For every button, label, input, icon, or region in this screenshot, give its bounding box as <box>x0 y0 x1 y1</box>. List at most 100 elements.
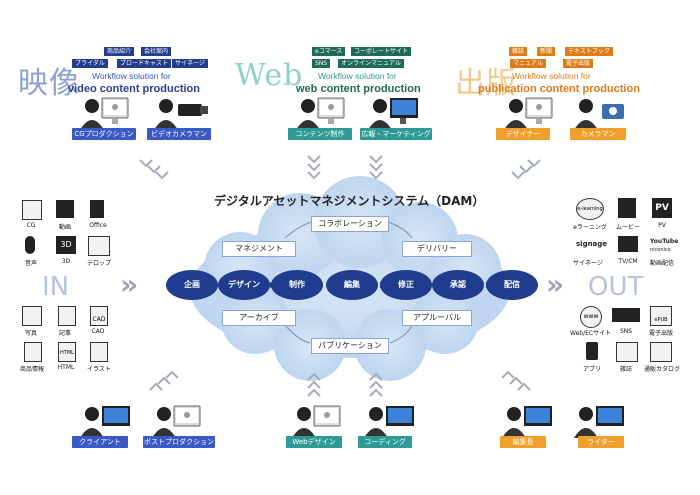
editor-in-chief-label: 編集長 <box>500 436 546 448</box>
in-icon-label: イラスト <box>87 366 111 373</box>
tv-icon <box>618 236 638 252</box>
video-tag: ブロードキャスト <box>117 59 172 68</box>
app-icon <box>586 342 598 360</box>
out-icon-label: TV/CM <box>618 258 638 265</box>
video-cameraman-label: ビデオカメラマン <box>147 128 211 140</box>
out-icon-label: ムービー <box>615 224 640 231</box>
client-label: クライアント <box>72 436 128 448</box>
out-icon-label: eラーニング <box>573 224 607 231</box>
web-sub2: web content production <box>296 83 421 95</box>
cg-icon <box>22 200 42 220</box>
writer-person-icon <box>574 406 624 438</box>
function-approval: アプルーバル <box>402 310 472 326</box>
publication-tag: 新聞 <box>537 47 556 56</box>
illustration-icon <box>90 342 108 362</box>
video-tag: 会社案内 <box>141 47 172 56</box>
video-tag: ブライダル <box>72 59 108 68</box>
out-icon-label: PV <box>658 222 666 229</box>
in-icon-label: 記事 <box>58 330 71 337</box>
out-icon-label: サイネージ <box>573 260 603 267</box>
publication-tag: 電子出版 <box>563 59 594 68</box>
in-icon-label: 動画 <box>58 224 71 231</box>
pv-icon: PV <box>652 198 672 218</box>
publication-sub2: publication content production <box>478 83 640 95</box>
web-tag: SNS <box>312 59 331 68</box>
video-cameraman-person-icon <box>154 99 208 130</box>
out-label: OUT <box>588 272 644 302</box>
coding-label: コーディング <box>358 436 412 448</box>
in-icon-label: CG <box>26 222 36 229</box>
video-file-icon <box>56 200 74 218</box>
web-tag: eコマース <box>312 47 346 56</box>
step-planning: 企画 <box>166 270 218 300</box>
cad-icon: CAD <box>90 306 108 326</box>
html-icon: HTML <box>58 342 76 362</box>
out-icon-label: 電子出版 <box>648 330 673 337</box>
in-icon-label: 商品情報 <box>19 366 44 373</box>
3d-icon: 3D <box>56 236 76 254</box>
step-production: 制作 <box>271 270 323 300</box>
function-collaboration: コラボレーション <box>311 216 389 232</box>
epub-icon: ePUB <box>650 306 672 326</box>
writer-label: ライター <box>578 436 624 448</box>
photo-icon <box>22 306 42 326</box>
out-icon-label: 雑誌 <box>619 366 632 373</box>
web-big-word: Web <box>235 58 304 93</box>
in-icon-label: 音声 <box>24 260 37 267</box>
publication-tag: 雑誌 <box>509 47 528 56</box>
pr-marketing-label: 広報・マーケティング <box>360 128 432 140</box>
function-delivery: デリバリー <box>402 241 472 257</box>
office-icon <box>90 200 104 218</box>
client-person-icon <box>80 406 130 438</box>
publication-tag: マニュアル <box>510 59 546 68</box>
cg-production-label: CGプロダクション <box>72 128 136 140</box>
content-creation-label: コンテンツ制作 <box>288 128 352 140</box>
out-chevron-icon: » <box>546 268 565 301</box>
out-icon-label: アプリ <box>582 366 601 373</box>
web-sub1: Workflow solution for <box>318 71 397 81</box>
in-icon-label: Office <box>89 222 107 229</box>
function-archive: アーカイブ <box>222 310 296 326</box>
article-icon <box>58 306 76 326</box>
step-delivery: 配信 <box>486 270 538 300</box>
designer-person-icon <box>504 97 553 130</box>
web-design-label: Webデザイン <box>286 436 342 448</box>
function-publication: パブリケーション <box>311 338 389 354</box>
elearning-icon: e-learning <box>576 198 604 220</box>
magazine-icon <box>616 342 638 362</box>
video-sub2: video content production <box>68 83 200 95</box>
movie-icon <box>618 198 636 218</box>
in-icon-label: テロップ <box>86 260 111 267</box>
in-chevron-icon: » <box>120 268 139 301</box>
step-revision: 修正 <box>380 270 432 300</box>
sns-icon <box>612 308 640 322</box>
in-icon-label: 3D <box>61 258 71 265</box>
post-production-label: ポストプロダクション <box>143 436 215 448</box>
dam-title: デジタルアセットマネジメントシステム（DAM） <box>214 194 485 208</box>
post-production-person-icon <box>152 405 201 438</box>
web-tag: コーポレートサイト <box>351 47 412 56</box>
out-icon-label: 動画配信 <box>649 260 674 267</box>
in-icon-label: 写真 <box>24 330 37 337</box>
in-icon-label: CAD <box>91 328 105 335</box>
out-icon-label: 通販カタログ <box>643 366 680 373</box>
editor-in-chief-person-icon <box>502 406 552 438</box>
photographer-label: カメラマン <box>570 128 626 140</box>
video-big-word: 映像 <box>18 66 80 101</box>
out-icon-label: SNS <box>619 328 633 335</box>
catalog-icon <box>650 342 672 362</box>
telop-icon <box>88 236 110 256</box>
web-tag: オンラインマニュアル <box>338 59 404 68</box>
step-approval: 承認 <box>432 270 484 300</box>
product-info-icon <box>24 342 42 362</box>
publication-big-word: 出版 <box>455 66 517 101</box>
video-tag: サイネージ <box>172 59 208 68</box>
microphone-icon <box>25 236 35 254</box>
in-label: IN <box>42 272 70 302</box>
signage-icon: signage <box>576 240 608 248</box>
video-sub1: Workflow solution for <box>92 71 171 81</box>
niconico-icon: niconico <box>650 247 671 253</box>
coding-person-icon <box>364 406 414 438</box>
pr-marketing-person-icon <box>368 98 418 130</box>
out-icon-label: Web/ECサイト <box>570 330 612 337</box>
